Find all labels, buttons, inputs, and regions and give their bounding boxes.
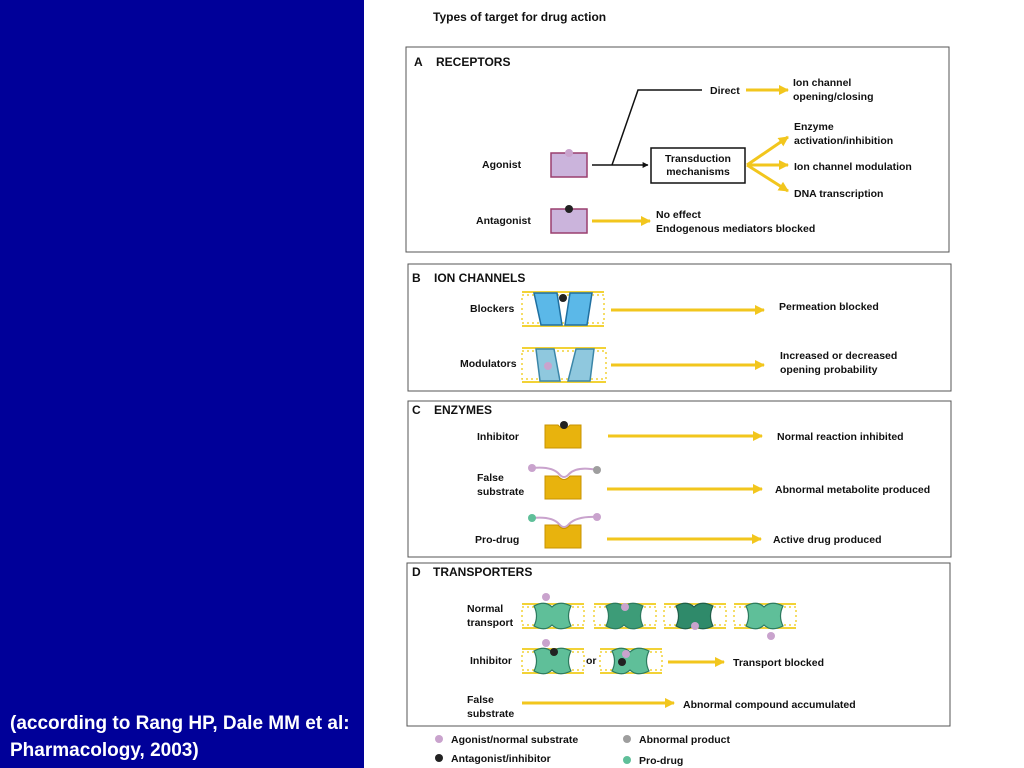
legend-abnormal-text: Abnormal product	[639, 734, 731, 746]
legend: Agonist/normal substrate Antagonist/inhi…	[435, 734, 731, 767]
legend-antagonist-text: Antagonist/inhibitor	[451, 753, 551, 765]
legend-antagonist-dot	[435, 754, 443, 762]
enzyme-branch-arrow	[746, 135, 789, 167]
mediators-blocked-text: Endogenous mediators blocked	[656, 223, 815, 235]
enzyme-line-1: Enzyme	[794, 121, 834, 133]
panel-a-title: RECEPTORS	[436, 55, 510, 69]
transport-false-line-1: False	[467, 694, 494, 706]
inhibitor-dot	[618, 658, 626, 666]
legend-abnormal-dot	[623, 735, 631, 743]
slide-background	[0, 0, 364, 768]
antagonist-label: Antagonist	[476, 215, 531, 227]
direct-path-line	[611, 89, 702, 166]
substrate-dot	[542, 639, 550, 647]
panel-a-letter: A	[414, 55, 423, 69]
blockers-label: Blockers	[470, 303, 515, 315]
normal-transport-line-2: transport	[467, 617, 514, 629]
substrate-dot	[621, 603, 629, 611]
panel-c-frame	[407, 400, 952, 558]
enzyme-inhibitor-label: Inhibitor	[477, 431, 519, 443]
panel-d-title: TRANSPORTERS	[433, 565, 532, 579]
channel-right-subunit	[567, 348, 595, 382]
panel-c-title: ENZYMES	[434, 403, 492, 417]
transport-false-line-2: substrate	[467, 708, 514, 720]
modulator-dot	[544, 362, 552, 370]
direct-label: Direct	[710, 85, 740, 97]
substrate-dot	[691, 622, 699, 630]
transport-inhibitor-label: Inhibitor	[470, 655, 512, 667]
or-text: or	[586, 655, 597, 667]
panel-receptors: A RECEPTORS Agonist Antagonist Direct Io…	[405, 46, 950, 253]
transporter-open-in	[745, 602, 784, 630]
ion-modulation-text: Ion channel modulation	[794, 161, 912, 173]
panel-enzymes: C ENZYMES Inhibitor Normal reaction inhi…	[407, 400, 952, 558]
citation-line-2: Pharmacology, 2003)	[10, 740, 199, 761]
false-substrate-line-2: substrate	[477, 486, 524, 498]
legend-prodrug-dot	[623, 756, 631, 764]
lipid-bilayer	[521, 350, 607, 380]
panel-d-frame	[406, 562, 951, 727]
figure-title: Types of target for drug action	[433, 10, 606, 24]
false-substrate-abnormal-dot	[593, 466, 601, 474]
substrate-dot	[767, 632, 775, 640]
enzyme-false-substrate-shape	[544, 475, 582, 500]
prodrug-label: Pro-drug	[475, 534, 519, 546]
citation-line-1: (according to Rang HP, Dale MM et al:	[10, 713, 350, 734]
transporter-open-out	[533, 602, 572, 630]
ion-channel-line-1: Ion channel	[793, 77, 851, 89]
drug-target-figure: Types of target for drug action A RECEPT…	[405, 10, 952, 767]
transport-blocked-text: Transport blocked	[733, 657, 824, 669]
enzyme-inhibitor-dot	[560, 421, 568, 429]
channel-right-subunit	[564, 292, 593, 326]
ion-channel-line-2: opening/closing	[793, 91, 874, 103]
false-substrate-agonist-dot	[528, 464, 536, 472]
enzyme-prodrug-shape	[544, 524, 582, 549]
modulators-result-line-2: opening probability	[780, 364, 878, 376]
substrate-dot	[622, 650, 630, 658]
transporter-flipped	[675, 602, 714, 630]
prodrug-chain	[531, 515, 598, 528]
abnormal-compound-text: Abnormal compound accumulated	[683, 699, 856, 711]
citation: (according to Rang HP, Dale MM et al: Ph…	[10, 710, 360, 764]
dna-branch-arrow	[746, 163, 789, 193]
agonist-dot	[565, 149, 573, 157]
channel-left-subunit	[533, 292, 563, 326]
blocker-dot	[559, 294, 567, 302]
transduction-line-2: mechanisms	[666, 166, 730, 178]
enzyme-line-2: activation/inhibition	[794, 135, 893, 147]
panel-b-frame	[407, 263, 952, 392]
panel-b-letter: B	[412, 271, 421, 285]
panel-b-title: ION CHANNELS	[434, 271, 525, 285]
inhibitor-dot	[550, 648, 558, 656]
transporter-inhibited-alt	[611, 647, 650, 675]
modulators-result-line-1: Increased or decreased	[780, 350, 897, 362]
modulators-label: Modulators	[460, 358, 517, 370]
legend-agonist-dot	[435, 735, 443, 743]
prodrug-dot	[528, 514, 536, 522]
legend-agonist-text: Agonist/normal substrate	[451, 734, 578, 746]
panel-c-letter: C	[412, 403, 421, 417]
false-substrate-chain	[531, 466, 598, 478]
transduction-line-1: Transduction	[665, 153, 731, 165]
dna-text: DNA transcription	[794, 188, 883, 200]
normal-reaction-inhibited-text: Normal reaction inhibited	[777, 431, 904, 443]
transduction-box	[650, 147, 746, 184]
abnormal-metabolite-text: Abnormal metabolite produced	[775, 484, 930, 496]
panel-transporters: D TRANSPORTERS Normal transport	[406, 562, 951, 727]
legend-prodrug-text: Pro-drug	[639, 755, 683, 767]
membrane-modulators	[521, 347, 607, 383]
agonist-label: Agonist	[482, 159, 522, 171]
prodrug-agonist-dot	[593, 513, 601, 521]
false-substrate-line-1: False	[477, 472, 504, 484]
substrate-dot	[542, 593, 550, 601]
no-effect-text: No effect	[656, 209, 701, 221]
panel-ion-channels: B ION CHANNELS Blockers Permeation block…	[407, 263, 952, 392]
active-drug-text: Active drug produced	[773, 534, 882, 546]
permeation-blocked-text: Permeation blocked	[779, 301, 879, 313]
antagonist-dot	[565, 205, 573, 213]
panel-d-letter: D	[412, 565, 421, 579]
normal-transport-line-1: Normal	[467, 603, 503, 615]
